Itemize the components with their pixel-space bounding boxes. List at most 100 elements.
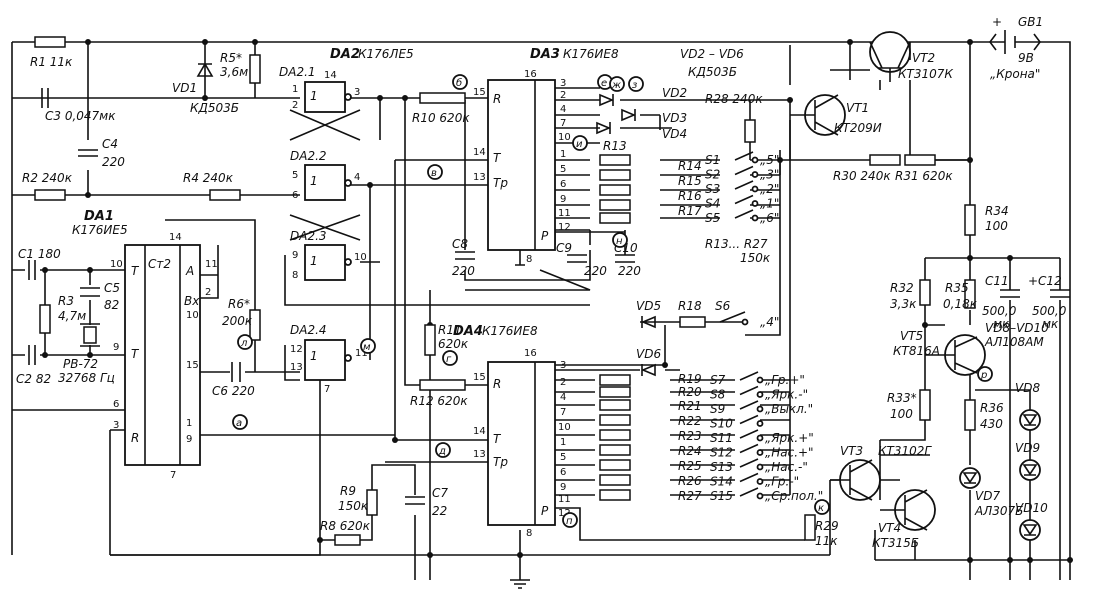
battery-gb1: + GB1 9В „Крона": [989, 15, 1043, 81]
da4-out10: 10: [558, 422, 571, 433]
vd6-label: VD6: [636, 347, 661, 361]
r11-value: 620к: [438, 337, 469, 351]
da1-bx: Вх: [184, 294, 200, 308]
da1-pin3: 3: [113, 420, 119, 431]
da3-out4: 4: [560, 104, 566, 115]
battery-plus: +: [992, 15, 1002, 29]
diode-vd5: VD5: [636, 299, 661, 329]
da4-out9: 9: [560, 482, 566, 493]
da3-pin8: 8: [526, 254, 532, 265]
switch-s2-id: S2: [705, 168, 720, 182]
r9-label: R9: [340, 484, 356, 498]
da2-pin14: 14: [324, 70, 337, 81]
resistor-r10: [419, 92, 466, 104]
r27-label: R27: [678, 489, 702, 503]
capacitor-c7: C7 22: [405, 486, 448, 518]
r30-label: R30 240к: [833, 169, 891, 183]
da4-out7: 7: [560, 407, 566, 418]
switch-s10: S10: [710, 414, 764, 431]
vt5-type: КТ816А: [893, 344, 940, 358]
c8-label: C8: [452, 237, 468, 251]
r21-label: R21: [678, 399, 702, 413]
da1-pin6: 6: [113, 399, 119, 410]
led-vd10: VD10: [1015, 501, 1048, 541]
r3-label: R3: [58, 294, 74, 308]
switch-s10-id: S10: [710, 417, 733, 431]
switch-s7-label: „Гр.+": [765, 373, 805, 387]
resistor-r22: [599, 414, 631, 426]
r11-label: R11: [438, 323, 462, 337]
switch-s15: S15„Ср.пол.": [710, 487, 823, 503]
vd8-10-type: АЛ108АМ: [984, 335, 1044, 349]
da4-pin16: 16: [524, 348, 537, 359]
node-e: е: [601, 78, 607, 89]
gate-da2-4-name: DA2.4: [290, 323, 327, 337]
r13-27-label: R13... R27: [705, 237, 768, 251]
node-zh: ж: [611, 80, 621, 91]
transistors: VT1 КТ209И VT2 КТ3107К VT3 КТ3102Г VT4 К…: [790, 31, 986, 550]
vd10-label: VD10: [1015, 501, 1048, 515]
resistor-r24: [599, 444, 631, 456]
c7-label: C7: [432, 486, 448, 500]
gate-da2-1-name: DA2.1: [279, 65, 316, 79]
r33-label: R33*: [887, 391, 917, 405]
resistor-r34: [964, 204, 976, 236]
capacitor-c3: C3 0,047мк: [41, 88, 116, 123]
diode-vd2: VD2: [599, 86, 687, 107]
switch-s11-label: „Ярк.+": [765, 431, 814, 445]
c3-label: C3 0,047мк: [45, 109, 116, 123]
da4-out11: 11: [558, 494, 571, 505]
transistor-vt1: VT1 КТ209И: [790, 94, 882, 136]
r3-value: 4,7м: [58, 309, 86, 323]
diode-vd4: VD4: [596, 121, 687, 141]
da3-in13: 13: [473, 172, 486, 183]
da1-pin1: 1: [186, 418, 192, 429]
switch-s11-id: S11: [710, 431, 733, 445]
transistor-vt4: VT4 КТ315Б: [872, 489, 936, 550]
r6-label: R6*: [228, 297, 250, 311]
resistor-r17: [599, 212, 631, 224]
resistor-r18: [679, 316, 706, 328]
resistors: R1 11к R2 240к R4 240к R5* 3,6м R3 4,7м …: [22, 36, 1009, 548]
r34-label: R34: [985, 204, 1009, 218]
vd3-label: VD3: [662, 111, 687, 125]
r1-label: R1 11к: [30, 55, 73, 69]
node-i: и: [576, 139, 583, 150]
gate-da2-3-in2: 8: [292, 270, 298, 281]
gate-da2-2-in2: 6: [292, 190, 298, 201]
capacitor-c4: C4 220: [78, 137, 125, 169]
switch-s8-label: „Ярк.-": [765, 388, 808, 402]
vd1-type: КД503Б: [190, 101, 239, 115]
gate-da2-2-out: 4: [354, 172, 360, 183]
da3-r: R: [493, 92, 501, 106]
switches-top: S1„5"S2„3"S3„2"S4„1"S5„6": [705, 151, 779, 225]
da3-out7: 7: [560, 118, 566, 129]
da1-t: Т: [131, 347, 140, 361]
c8-value: 220: [452, 264, 475, 278]
da1-inner: Ст2: [148, 257, 171, 271]
da3-in15: 15: [473, 87, 486, 98]
switches-bottom: S7„Гр.+"S8„Ярк.-"S9„Выкл."S10S11„Ярк.+"S…: [710, 371, 823, 503]
da4-in13: 13: [473, 449, 486, 460]
da3-out2: 2: [560, 90, 566, 101]
r33-value: 100: [890, 407, 913, 421]
da3-out6: 6: [560, 179, 566, 190]
da1-a: А: [185, 264, 194, 278]
resistor-r14: [599, 169, 631, 181]
capacitor-c6: C6 220: [212, 362, 255, 398]
c9-value: 220: [584, 264, 607, 278]
r20-label: R20: [678, 385, 702, 399]
diode-vd3: VD3: [621, 108, 687, 125]
r29-value: 11к: [815, 534, 838, 548]
switch-s11: S11 „Ярк.+": [710, 429, 814, 445]
resistor-r19: [599, 374, 631, 386]
vd2-6-type: КД503Б: [688, 65, 737, 79]
switch-s4-id: S4: [705, 197, 720, 211]
node-m: м: [363, 342, 371, 353]
switch-s14-label: „Гр.-": [765, 475, 799, 489]
battery-type: „Крона": [990, 67, 1040, 81]
switch-s5-label: „6": [760, 211, 779, 225]
r31-label: R31 620к: [895, 169, 953, 183]
transistor-vt5: VT5 КТ816А: [893, 329, 986, 376]
